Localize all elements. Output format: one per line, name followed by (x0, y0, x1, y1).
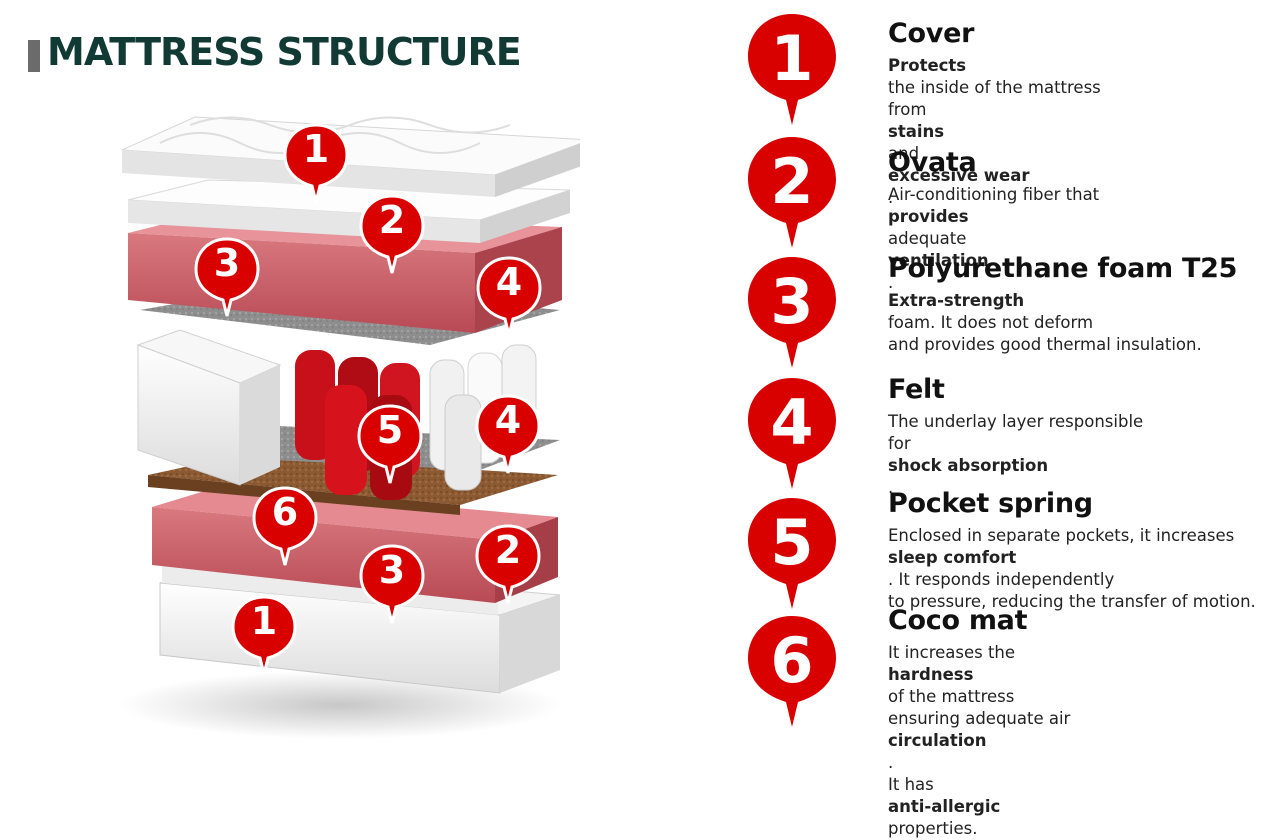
legend-entry-felt: Felt The underlay layer responsible for s… (888, 374, 1278, 499)
description-line: sleep comfort . It responds independently (888, 547, 1278, 591)
page-title: MATTRESS STRUCTURE (47, 30, 522, 74)
description-line: from stains and excessive wear. (888, 99, 1278, 209)
legend-pin-4: 4 (744, 374, 840, 492)
plain-text: from (888, 100, 927, 119)
layer-description: It increases the hardness of the mattres… (888, 642, 1278, 840)
plain-text: . (888, 188, 894, 207)
plain-text: foam. It does not deform (888, 313, 1094, 332)
legend-number: 5 (770, 506, 814, 579)
legend-pin-5: 5 (744, 494, 840, 612)
legend-entry-ovata: Ovata Air-conditioning fiber that provid… (888, 147, 1278, 294)
emphasis-text: provides (888, 207, 969, 226)
emphasis-text: Protects (888, 56, 967, 75)
emphasis-text: circulation (888, 731, 987, 750)
description-line: adequate ventilation. (888, 228, 1278, 294)
layer-name: Ovata (888, 147, 977, 178)
description-line: The underlay layer responsible (888, 411, 1278, 433)
legend-number: 6 (770, 624, 814, 697)
description-line: Enclosed in separate pockets, it increas… (888, 525, 1278, 547)
plain-text: to pressure, reducing the transfer of mo… (888, 592, 1256, 611)
emphasis-text: excessive wear (888, 166, 1030, 185)
description-line: for shock absorption. (888, 433, 1278, 499)
plain-text: . (888, 478, 894, 497)
legend-entry-coco-mat: Coco mat It increases the hardness of th… (888, 605, 1278, 840)
emphasis-text: sleep comfort (888, 548, 1017, 567)
legend-pin-3: 3 (744, 253, 840, 371)
description-line: Protects the inside of the mattress (888, 55, 1278, 99)
description-line: It increases the hardness of the mattres… (888, 642, 1278, 708)
emphasis-text: stains (888, 122, 945, 141)
mattress-illustration (120, 116, 580, 739)
plain-text: of the mattress (888, 687, 1015, 706)
layer-name: Felt (888, 374, 945, 405)
legend-number: 4 (770, 386, 814, 459)
plain-text: for (888, 434, 911, 453)
legend-pin-6: 6 (744, 612, 840, 730)
description-line: to pressure, reducing the transfer of mo… (888, 591, 1278, 613)
legend-entry-cover: Cover Protects the inside of the mattres… (888, 18, 1278, 209)
layer-name: Polyurethane foam T25 (888, 253, 1238, 284)
legend-entry-pocket-spring: Pocket spring Enclosed in separate pocke… (888, 488, 1278, 613)
floor-shadow (120, 671, 560, 739)
legend-number: 3 (770, 265, 814, 338)
legend-pin-1: 1 (744, 10, 840, 128)
plain-text: Enclosed in separate pockets, it increas… (888, 526, 1235, 545)
plain-text: the inside of the mattress (888, 78, 1101, 97)
layer-name: Pocket spring (888, 488, 1093, 519)
legend-pin-2: 2 (744, 133, 840, 251)
plain-text: and provides good thermal insulation. (888, 335, 1202, 354)
title-accent-bar (28, 40, 40, 72)
plain-text: . (888, 273, 894, 292)
layer-description: The underlay layer responsible for shock … (888, 411, 1278, 499)
plain-text: The underlay layer responsible (888, 412, 1144, 431)
plain-text: . It responds independently (888, 570, 1115, 589)
layer-name: Cover (888, 18, 975, 49)
plain-text: It increases the (888, 643, 1016, 662)
emphasis-text: anti-allergic (888, 797, 1001, 816)
legend-entry-polyurethane-foam: Polyurethane foam T25 Extra-strength foa… (888, 253, 1278, 356)
description-line: ensuring adequate air circulation. (888, 708, 1278, 774)
description-line: Air-conditioning fiber that provides (888, 184, 1278, 228)
emphasis-text: shock absorption (888, 456, 1049, 475)
plain-text: It has (888, 775, 934, 794)
plain-text: properties. (888, 819, 978, 838)
description-line: It has anti-allergic properties. (888, 774, 1278, 840)
emphasis-text: ventilation (888, 251, 989, 270)
plain-text: Air-conditioning fiber that (888, 185, 1100, 204)
plain-text: ensuring adequate air (888, 709, 1071, 728)
legend-number: 1 (770, 22, 814, 95)
layer-name: Coco mat (888, 605, 1028, 636)
layer-description: Enclosed in separate pockets, it increas… (888, 525, 1278, 613)
plain-text: adequate (888, 229, 967, 248)
description-line: and provides good thermal insulation. (888, 334, 1278, 356)
legend-number: 2 (770, 145, 814, 218)
plain-text: and (888, 144, 920, 163)
plain-text: . (888, 753, 894, 772)
description-line: Extra-strength foam. It does not deform (888, 290, 1278, 334)
top-cover-layer (121, 116, 580, 176)
emphasis-text: Extra-strength (888, 291, 1025, 310)
emphasis-text: hardness (888, 665, 974, 684)
